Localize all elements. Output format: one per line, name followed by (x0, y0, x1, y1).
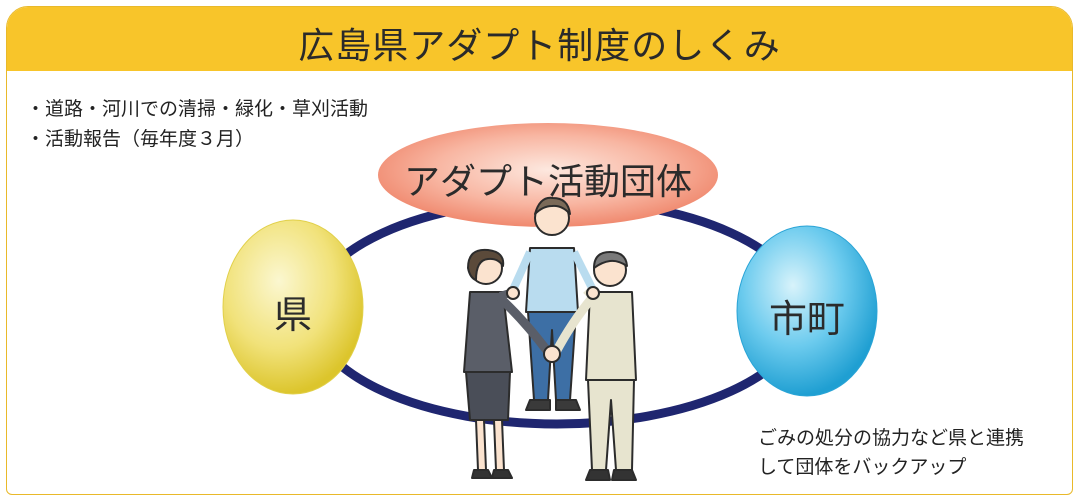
prefecture-node-label: 県 (273, 293, 312, 337)
diagram-title: 広島県アダプト制度のしくみ (298, 26, 781, 67)
note-line: ごみの処分の協力など県と連携 (758, 427, 1025, 449)
activity-item: ・活動報告（毎年度３月） (26, 128, 255, 150)
municipality-node-label: 市町 (768, 297, 845, 341)
activity-list: ・道路・河川での清掃・緑化・草刈活動 ・活動報告（毎年度３月） (26, 94, 368, 154)
municipality-node (736, 225, 878, 397)
diagram-frame: 広島県アダプト制度のしくみ (6, 6, 1073, 495)
group-node (378, 123, 718, 227)
title-bar: 広島県アダプト制度のしくみ (7, 7, 1072, 71)
note-line: して団体をバックアップ (758, 456, 967, 478)
municipality-support-note: ごみの処分の協力など県と連携 して団体をバックアップ (758, 424, 1024, 482)
group-node-label: アダプト活動団体 (403, 162, 692, 203)
prefecture-node (222, 219, 364, 395)
activity-item: ・道路・河川での清掃・緑化・草刈活動 (26, 98, 369, 120)
three-people-holding-hands-icon (463, 196, 637, 481)
